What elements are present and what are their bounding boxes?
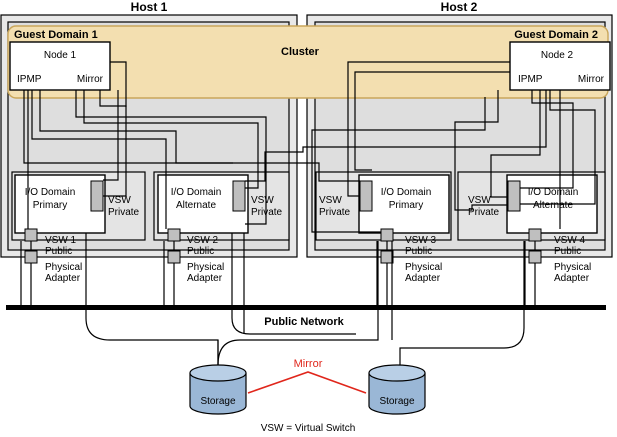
vsw-private-1-line2: Private — [108, 207, 140, 218]
node-1-box — [9, 41, 111, 91]
physical-adapter-1-line1: Physical — [45, 262, 82, 273]
node-1-label: Node 1 — [44, 50, 77, 61]
vsw-public-4-line2: Public — [554, 246, 581, 257]
guest-domain-1-label: Guest Domain 1 — [14, 29, 98, 41]
node-2-label: Node 2 — [541, 50, 574, 61]
node-2-box — [509, 41, 611, 91]
io-domain-4-line1: I/O Domain — [528, 187, 579, 198]
guest-domain-2-label: Guest Domain 2 — [514, 29, 598, 41]
physical-adapter-4-line1: Physical — [554, 262, 591, 273]
physical-adapter-port-4 — [528, 250, 542, 264]
storage-2: Storage — [368, 364, 426, 415]
vsw-private-port-2 — [232, 180, 246, 212]
physical-adapter-3-line1: Physical — [405, 262, 442, 273]
vsw-public-1-line1: VSW 1 — [45, 235, 77, 246]
node-1-mirror-label: Mirror — [77, 74, 104, 85]
physical-adapter-1-line2: Adapter — [45, 273, 81, 284]
io-domain-4-line2: Alternate — [533, 200, 573, 211]
io-domain-primary-1 — [14, 174, 106, 234]
vsw-public-1-line2: Public — [45, 246, 72, 257]
storage-1-label: Storage — [200, 396, 235, 407]
cluster-label: Cluster — [281, 46, 320, 58]
public-wires — [20, 241, 536, 305]
vsw-private-3-line2: Private — [319, 207, 351, 218]
node-2-mirror-label: Mirror — [578, 74, 605, 85]
vsw-private-2-line2: Private — [251, 207, 283, 218]
vsw-public-3-line1: VSW 3 — [405, 235, 437, 246]
io-domain-2-line2: Alternate — [176, 200, 216, 211]
vsw-private-4-line1: VSW — [468, 195, 491, 206]
vsw-public-port-3 — [380, 228, 394, 242]
physical-adapter-3-line2: Adapter — [405, 273, 441, 284]
io-domain-primary-3 — [358, 174, 450, 234]
physical-adapter-2-line1: Physical — [187, 262, 224, 273]
vsw-public-2-line1: VSW 2 — [187, 235, 219, 246]
physical-adapter-port-2 — [167, 250, 181, 264]
io-domain-2-line1: I/O Domain — [171, 187, 222, 198]
io-domain-1-line2: Primary — [33, 200, 67, 211]
vsw-public-2-line2: Public — [187, 246, 214, 257]
vsw-public-4-line1: VSW 4 — [554, 235, 586, 246]
node-1-ipmp-label: IPMP — [17, 74, 42, 85]
host-1-label: Host 1 — [131, 0, 168, 14]
vsw-public-port-1 — [24, 228, 38, 242]
vsw-private-port-1 — [90, 180, 104, 212]
vsw-public-port-2 — [167, 228, 181, 242]
physical-adapter-2-line2: Adapter — [187, 273, 223, 284]
vsw-private-port-4 — [507, 180, 521, 212]
storage-1: Storage — [189, 364, 247, 415]
vsw-private-port-3 — [359, 180, 373, 212]
storage-mirror-line — [247, 371, 367, 394]
io-domain-1-line1: I/O Domain — [25, 187, 76, 198]
physical-adapter-port-3 — [380, 250, 394, 264]
vsw-private-1-line1: VSW — [108, 195, 131, 206]
vsw-public-port-4 — [528, 228, 542, 242]
io-domain-3-line1: I/O Domain — [381, 187, 432, 198]
vsw-public-3-line2: Public — [405, 246, 432, 257]
vsw-private-4-line2: Private — [468, 207, 500, 218]
vsw-private-2-line1: VSW — [251, 195, 274, 206]
storage-mirror-label: Mirror — [294, 358, 323, 370]
storage-wires — [85, 233, 525, 366]
node-1-wires — [23, 61, 360, 229]
host-2-label: Host 2 — [441, 0, 478, 14]
io-domain-3-line2: Primary — [389, 200, 423, 211]
public-network-label: Public Network — [264, 316, 344, 328]
storage-2-label: Storage — [379, 396, 414, 407]
legend-text: VSW = Virtual Switch — [261, 423, 356, 434]
physical-adapter-4-line2: Adapter — [554, 273, 590, 284]
node-2-wires — [245, 61, 596, 233]
physical-adapter-port-1 — [24, 250, 38, 264]
public-network-bar — [6, 305, 606, 310]
node-2-ipmp-label: IPMP — [518, 74, 543, 85]
vsw-private-3-line1: VSW — [319, 195, 342, 206]
